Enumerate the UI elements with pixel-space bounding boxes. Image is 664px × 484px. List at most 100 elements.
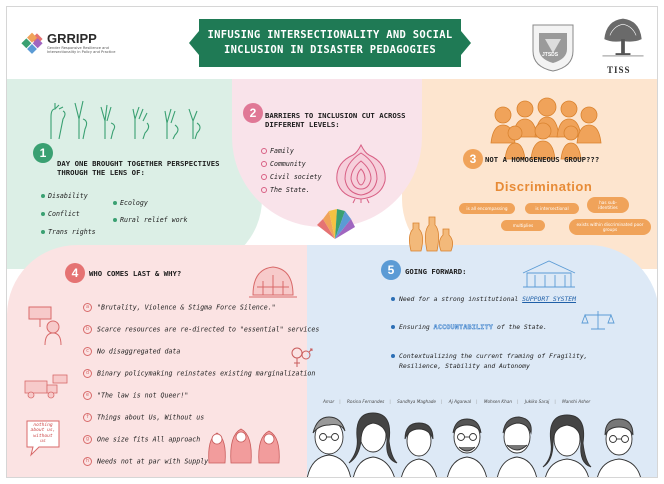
participant-name: Jukiko Saraj [524, 399, 550, 404]
vases-icon [409, 216, 453, 252]
section-4-item-text: Binary policymaking reinstates existing … [97, 369, 316, 378]
bullet-dot-icon [41, 230, 45, 234]
participant-name: Rosina Fernandes [347, 399, 385, 404]
speech-bubble-line: about us, [30, 428, 56, 434]
logo-subtitle: Gender Responsive Resilience and Interse… [47, 46, 116, 55]
section-1-heading-line-1: DAY ONE BROUGHT TOGETHER PERSPECTIVES [57, 159, 220, 168]
bullet-ring-icon [261, 148, 267, 154]
speech-bubble-line: nothing [33, 423, 53, 428]
trucks-icon [24, 374, 68, 399]
crowd-of-people-icon [490, 97, 602, 160]
bullet-dot-icon [41, 212, 45, 216]
speech-bubble-line: us [40, 439, 46, 445]
participant-portraits-icon [307, 412, 641, 477]
bullet-ring-icon [261, 174, 267, 180]
bullet-dot-icon [113, 218, 117, 222]
section-5-item-text: Contextualizing the current framing of F… [399, 352, 588, 360]
tiss-label: TISS [607, 65, 631, 75]
section-2-item-text: Family [270, 147, 294, 155]
protester-figure-icon [28, 306, 62, 346]
scales-icon [581, 311, 615, 330]
section-4-heading: WHO COMES LAST & WHY? [89, 269, 182, 278]
bullet-dot-icon [113, 201, 117, 205]
section-4-item-text: "The law is not Queer!" [97, 391, 189, 400]
section-2-heading: BARRIERS TO INCLUSION CUT ACROSS DIFFERE… [265, 111, 406, 129]
section-4-item: e "The law is not Queer!" [83, 391, 188, 400]
page-title: INFUSING INTERSECTIONALITY AND SOCIAL IN… [189, 19, 471, 67]
header: GRRIPP Gender Responsive Resilience and … [7, 7, 657, 79]
discrimination-pill: multiplies [501, 220, 545, 231]
section-5-item-text: Ensuring [399, 323, 430, 331]
section-5-heading: GOING FORWARD: [405, 267, 467, 276]
section-4-item-text: "Brutality, Violence & Stigma Force Sile… [97, 303, 276, 312]
section-1-item-text: Trans rights [48, 228, 96, 236]
gender-symbol-icon [291, 347, 313, 367]
section-2-item: The State. [261, 186, 310, 194]
section-1-number: 1 [33, 143, 53, 163]
section-1-item-text: Ecology [120, 199, 148, 207]
section-4-item-text: Needs not at par with Supply [97, 457, 209, 466]
section-3-number: 3 [463, 149, 483, 169]
center-book-fan-icon [317, 209, 355, 239]
discrimination-pill: is intersectional [525, 203, 579, 214]
bullet-circle-icon: b [83, 325, 92, 334]
discrimination-pill: is all encompassing [459, 203, 515, 214]
jtsds-shield-logo-icon [532, 24, 574, 72]
section-4-item: a"Brutality, Violence & Stigma Force Sil… [83, 303, 276, 312]
grripp-mark-icon [21, 32, 43, 54]
section-5-number: 5 [381, 260, 401, 280]
participant-name: Mohsen Khan [483, 399, 513, 404]
participant-name: Manshi Asher [562, 399, 591, 404]
section-5-item: Ensuring ACCOUNTABILITY of the State. [391, 323, 547, 331]
section-5-item-text: Need for a strong institutional [399, 295, 519, 303]
title-line-2: INCLUSION IN DISASTER PEDAGOGIES [224, 44, 436, 56]
speech-bubble-text: nothing about us, without us [27, 423, 59, 445]
section-1-item: Disability [41, 192, 88, 200]
title-line-1: INFUSING INTERSECTIONALITY AND SOCIAL [207, 29, 453, 41]
section-4-item-text: Things about Us, Without us [97, 413, 205, 422]
section-3-heading: NOT A HOMOGENEOUS GROUP??? [485, 155, 600, 164]
onion-icon [336, 143, 386, 204]
speech-bubble-line: without [33, 433, 53, 439]
section-1-heading-line-2: THROUGH THE LENS OF: [57, 168, 145, 177]
participant-name: Amar [323, 399, 335, 404]
discrimination-keyword: Discrimination [495, 179, 593, 194]
section-4-item-text: One size fits All approach [97, 435, 201, 444]
section-4-item: d Binary policymaking reinstates existing… [83, 369, 315, 378]
logo-name: GRRIPP [47, 31, 97, 46]
participant-name: Sandhya Maghade [397, 399, 436, 404]
section-1-item-text: Disability [48, 192, 88, 200]
grripp-logo: GRRIPP Gender Responsive Resilience and … [21, 29, 141, 65]
section-2-item: Community [261, 160, 306, 168]
tiss-tree-logo-icon [602, 18, 644, 57]
bullet-circle-icon: f [83, 413, 92, 422]
section-1-item: Rural relief work [113, 216, 188, 224]
shelter-dome-icon [249, 266, 297, 298]
discrimination-pill: has sub-identities [587, 197, 629, 213]
bullet-ring-icon [261, 161, 267, 167]
discrimination-pill: exists within discriminated poor groups [569, 219, 651, 235]
bullet-dot-icon [391, 354, 395, 358]
infographic-frame: GRRIPP Gender Responsive Resilience and … [6, 6, 658, 478]
participant-names: Amar| Rosina Fernandes| Sandhya Maghade|… [323, 399, 591, 404]
section-5-item: Contextualizing the current framing of F… [391, 351, 588, 371]
section-1-item-text: Rural relief work [120, 216, 188, 224]
bullet-circle-icon: d [83, 369, 92, 378]
section-1-item: Trans rights [41, 228, 96, 236]
section-4-item: h Needs not at par with Supply [83, 457, 208, 466]
bullet-ring-icon [261, 187, 267, 193]
section-2-item: Civil society [261, 173, 322, 181]
bullet-dot-icon [41, 194, 45, 198]
section-1-background [7, 79, 262, 269]
bullet-dot-icon [391, 297, 395, 301]
section-1-heading: DAY ONE BROUGHT TOGETHER PERSPECTIVES TH… [57, 159, 220, 177]
section-2-number: 2 [243, 103, 263, 123]
section-4-item: f Things about Us, Without us [83, 413, 204, 422]
bullet-circle-icon: h [83, 457, 92, 466]
bullet-circle-icon: c [83, 347, 92, 356]
bullet-circle-icon: e [83, 391, 92, 400]
section-2-heading-line-2: DIFFERENT LEVELS: [265, 120, 340, 129]
